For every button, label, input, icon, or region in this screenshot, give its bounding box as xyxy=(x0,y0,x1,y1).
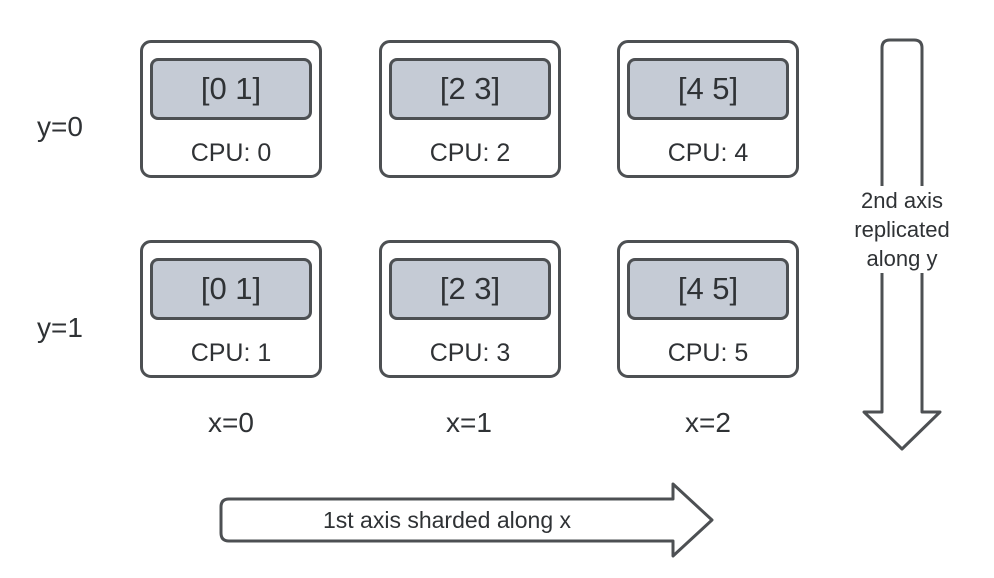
shard-value-cpu0: [0 1] xyxy=(150,58,312,120)
vertical-arrow-label-line1: 2nd axis xyxy=(861,188,943,213)
device-box-cpu1: [0 1] CPU: 1 xyxy=(140,240,322,378)
cpu-label-cpu4: CPU: 4 xyxy=(667,139,749,167)
cpu-label-cpu0: CPU: 0 xyxy=(190,139,272,167)
shard-value-cpu2: [2 3] xyxy=(389,58,551,120)
right-arrow-icon xyxy=(219,482,714,558)
cpu-label-cpu2: CPU: 2 xyxy=(429,139,511,167)
device-box-cpu2: [2 3] CPU: 2 xyxy=(379,40,561,178)
vertical-arrow-label: 2nd axis replicated along y xyxy=(832,186,972,273)
cpu-label-cpu5: CPU: 5 xyxy=(667,339,749,367)
device-box-cpu4: [4 5] CPU: 4 xyxy=(617,40,799,178)
shard-value-cpu5: [4 5] xyxy=(627,258,789,320)
cpu-label-cpu3: CPU: 3 xyxy=(429,339,511,367)
device-box-cpu0: [0 1] CPU: 0 xyxy=(140,40,322,178)
shard-value-cpu3: [2 3] xyxy=(389,258,551,320)
shard-value-cpu4: [4 5] xyxy=(627,58,789,120)
col-label-x2: x=2 xyxy=(685,407,731,438)
shard-value-cpu1: [0 1] xyxy=(150,258,312,320)
device-box-cpu3: [2 3] CPU: 3 xyxy=(379,240,561,378)
col-label-x1: x=1 xyxy=(446,407,492,438)
device-box-cpu5: [4 5] CPU: 5 xyxy=(617,240,799,378)
row-label-y0: y=0 xyxy=(37,111,83,142)
horizontal-arrow-label: 1st axis sharded along x xyxy=(322,507,572,533)
cpu-label-cpu1: CPU: 1 xyxy=(190,339,272,367)
col-label-x0: x=0 xyxy=(208,407,254,438)
vertical-arrow-label-line3: along y xyxy=(866,246,938,271)
row-label-y1: y=1 xyxy=(37,312,83,343)
vertical-arrow-label-line2: replicated xyxy=(854,217,950,242)
